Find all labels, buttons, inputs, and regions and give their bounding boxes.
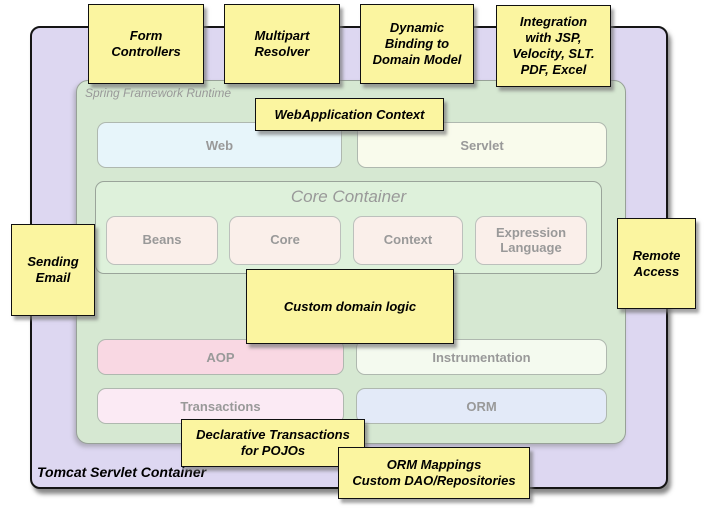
module-web-label: Web: [205, 137, 234, 153]
note-orm-mappings: ORM Mappings Custom DAO/Repositories: [338, 447, 530, 499]
core-module-beans-label: Beans: [142, 232, 182, 248]
core-module-core: Core: [229, 216, 341, 265]
core-module-context: Context: [353, 216, 463, 265]
module-instrumentation: Instrumentation: [356, 339, 607, 375]
note-remote-access: Remote Access: [617, 218, 696, 309]
core-module-core-label: Core: [270, 232, 300, 248]
core-module-expression-language-label: Expression Language: [495, 224, 567, 255]
module-instrumentation-label: Instrumentation: [432, 349, 531, 365]
module-transactions-label: Transactions: [180, 398, 261, 414]
module-servlet-label: Servlet: [460, 137, 504, 153]
core-module-expression-language: Expression Language: [475, 216, 587, 265]
note-declarative-transactions: Declarative Transactions for POJOs: [181, 419, 365, 467]
note-custom-domain-logic: Custom domain logic: [246, 269, 454, 344]
core-container-title: Core Container: [290, 187, 407, 206]
module-aop: AOP: [97, 339, 344, 375]
note-multipart-resolver: Multipart Resolver: [224, 4, 340, 84]
core-module-beans: Beans: [106, 216, 218, 265]
tomcat-servlet-container-label: Tomcat Servlet Container: [37, 464, 207, 480]
note-sending-email: Sending Email: [11, 224, 95, 316]
spring-framework-runtime-label: Spring Framework Runtime: [85, 86, 232, 100]
note-dynamic-binding: Dynamic Binding to Domain Model: [360, 4, 474, 84]
core-container-box: Core Container Beans Core Context Expres…: [95, 181, 602, 274]
core-module-context-label: Context: [383, 232, 433, 248]
note-integration-views: Integration with JSP, Velocity, SLT. PDF…: [496, 5, 611, 87]
module-aop-label: AOP: [206, 349, 235, 365]
module-orm: ORM: [356, 388, 607, 424]
module-orm-label: ORM: [466, 398, 497, 414]
note-webapplication-context: WebApplication Context: [255, 98, 444, 131]
note-form-controllers: Form Controllers: [88, 4, 204, 84]
